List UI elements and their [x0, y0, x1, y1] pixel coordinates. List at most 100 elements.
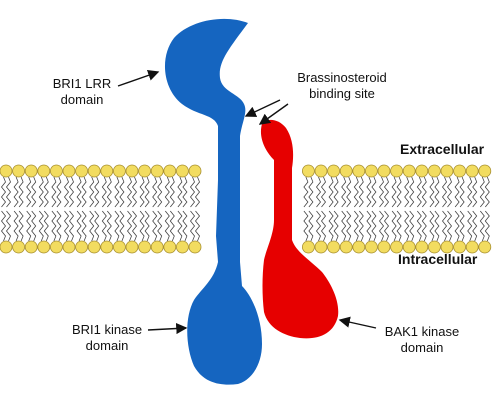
lipid-tail	[396, 210, 402, 242]
lrr-arrow	[117, 69, 160, 87]
lipid-tail	[177, 176, 183, 208]
lipid-tail	[421, 176, 427, 208]
lipid-tail	[341, 176, 347, 208]
lipid-tail	[346, 176, 352, 208]
lipid-head	[150, 240, 164, 254]
lipid-tail	[429, 210, 435, 242]
lipid-tail	[43, 210, 49, 242]
lipid-tail	[459, 176, 465, 208]
lipid-tail	[189, 176, 196, 208]
lipid-tail	[139, 176, 145, 208]
lipid-tail	[126, 210, 133, 242]
lipid-tail	[366, 210, 372, 242]
extracellular-label: Extracellular	[400, 141, 485, 157]
lipid-tail	[479, 210, 485, 242]
lipid-tail	[194, 176, 201, 208]
lipid-head	[24, 164, 38, 178]
lipid-tail	[89, 176, 95, 208]
lipid-tail	[467, 176, 473, 208]
lipid-tail	[13, 210, 19, 242]
lipid-head	[427, 164, 441, 178]
lipid-tail	[320, 176, 327, 208]
lipid-tail	[441, 176, 448, 208]
lipid-tail	[18, 210, 24, 242]
lipid-tail	[446, 210, 453, 242]
lipid-tail	[26, 210, 32, 242]
lipid-tail	[144, 176, 150, 208]
lipid-tail	[383, 210, 390, 242]
lipid-tail	[429, 176, 435, 208]
lipid-tail	[169, 176, 175, 208]
lipid-tail	[454, 210, 460, 242]
lipid-tail	[333, 176, 339, 208]
lipid-tail	[131, 210, 138, 242]
lipid-head	[188, 164, 202, 178]
lrr-label-line1: BRI1 LRR	[52, 76, 112, 91]
lipid-tail	[416, 210, 422, 242]
bri1-kinase-label: BRI1 kinase domain	[62, 322, 152, 354]
lipid-head	[138, 240, 152, 254]
intracellular-label: Intracellular	[398, 251, 478, 267]
lipid-tail	[0, 210, 7, 242]
lipid-head	[24, 240, 38, 254]
lipid-head	[478, 240, 492, 254]
binding-arrow-2	[258, 103, 289, 125]
lipid-tail	[366, 176, 372, 208]
lipid-head	[175, 164, 189, 178]
lipid-tail	[169, 210, 175, 242]
lipid-tail	[152, 176, 158, 208]
lipid-tail	[391, 210, 397, 242]
lipid-tail	[5, 176, 12, 208]
lipid-head	[390, 240, 404, 254]
lipid-tail	[434, 210, 440, 242]
lipid-head	[75, 240, 88, 254]
lipid-head	[113, 240, 126, 254]
lipid-head	[50, 240, 63, 254]
lipid-head	[314, 164, 328, 178]
bri1-kinase-line2: domain	[85, 338, 129, 353]
lipid-tail	[38, 210, 44, 242]
lipid-head	[301, 164, 315, 178]
lipid-head	[62, 164, 76, 178]
lipid-tail	[409, 210, 415, 242]
lipid-head	[37, 240, 51, 254]
lipid-head	[301, 240, 315, 254]
lipid-tail	[157, 210, 163, 242]
lipid-head	[12, 240, 26, 254]
lipid-head	[87, 164, 101, 178]
lipid-tail	[358, 210, 364, 242]
lipid-tail	[371, 210, 377, 242]
lipid-tail	[353, 210, 359, 242]
lipid-tail	[106, 176, 112, 208]
lipid-tail	[303, 176, 309, 208]
lipid-tail	[441, 210, 448, 242]
lipid-head	[364, 164, 378, 178]
lipid-head	[12, 164, 26, 178]
lipid-head	[453, 164, 467, 178]
lipid-tail	[404, 176, 410, 208]
lipid-tail	[164, 176, 170, 208]
lipid-tail	[144, 210, 150, 242]
lipid-tail	[114, 176, 120, 208]
lipid-tail	[81, 210, 87, 242]
lipid-head	[75, 164, 88, 178]
bak1-kinase-arrow	[338, 316, 377, 329]
bak1-coreceptor	[260, 119, 339, 339]
lipid-tail	[51, 210, 57, 242]
lipid-head	[37, 164, 51, 178]
lipid-tail	[101, 176, 107, 208]
lipid-tail	[446, 176, 453, 208]
lipid-tail	[391, 176, 397, 208]
lrr-label-line2: domain	[60, 92, 104, 107]
lipid-tail	[18, 176, 24, 208]
lipid-tail	[404, 210, 410, 242]
lipid-tail	[421, 210, 427, 242]
lipid-tail	[396, 176, 402, 208]
lipid-tail	[164, 210, 170, 242]
bak1-kinase-label: BAK1 kinase domain	[372, 324, 472, 356]
bri1-receptor	[164, 18, 262, 385]
lipid-tail	[383, 176, 390, 208]
